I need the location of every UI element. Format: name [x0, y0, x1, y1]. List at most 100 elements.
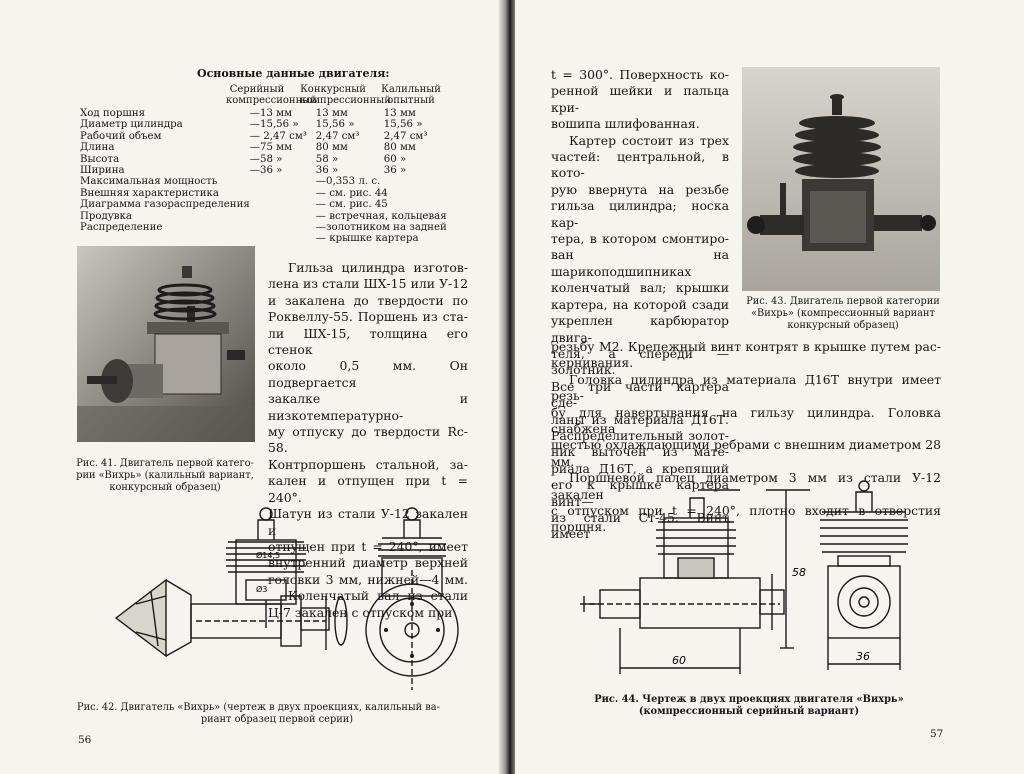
spec-cell-label: Диаграмма газораспределения — [80, 199, 250, 211]
fig43-caption: Рис. 43. Двигатель первой категории «Вих… — [744, 296, 942, 332]
spec-cell-label: Высота — [80, 153, 120, 165]
page-number: 56 — [78, 734, 92, 746]
spec-cell-value: —58 » — [249, 153, 283, 165]
spec-cell-value: — 2,47 см³ — [249, 130, 307, 142]
body-text-line: его к крышке картера винт— — [551, 477, 729, 509]
body-text-line: частей: центральной, в кото- — [551, 149, 729, 181]
body-text-line: теля, а спереди — золотник. — [551, 345, 729, 378]
right-full-text: резьбу М2. Крепежный винт контрят в крыш… — [551, 339, 941, 536]
body-text-line: ли ШХ-15, толщина его стенок — [268, 325, 468, 358]
fig43-caption-line: Рис. 43. Двигатель первой категории — [746, 296, 940, 307]
fig41-caption-line: Рис. 41. Двигатель первой катего- — [76, 458, 254, 469]
spec-cell-value: —75 мм — [249, 142, 293, 154]
body-text-line: картера, на которой сзади — [551, 296, 729, 312]
spec-col-head-1: Серийный компрессионный — [226, 84, 317, 106]
spec-cell-value: —15,56 » — [249, 119, 299, 131]
fig42-caption-line: риант образец первой серии) — [200, 714, 354, 725]
spec-cell-label: Продувка — [80, 210, 132, 222]
spec-col-head-3: Калильный опытный — [381, 84, 441, 106]
right-page: t = 300°. Поверхность ко-ренной шейки и … — [515, 0, 1024, 774]
spec-col-head-2: Конкурсный компрессионный — [300, 84, 391, 106]
body-text-line: t = 300°. Поверхность ко- — [551, 67, 729, 82]
spec-cell-label: Внешняя характеристика — [80, 187, 219, 199]
spec-cell-value: —36 » — [249, 165, 283, 177]
fig41-photo — [77, 246, 255, 442]
spec-cell-value: 13 мм — [383, 108, 416, 119]
body-text-line: рую ввернута на резьбе — [551, 181, 729, 197]
spec-col-1-line2: компрессионный — [226, 95, 317, 106]
body-text-line: Все три части картера сде- — [551, 378, 729, 411]
fig44-drawing: 58 60 36 — [580, 480, 908, 674]
body-text-line: Контрпоршень стальной, за- — [268, 456, 468, 472]
spec-row: Диаметр цилиндра —15,56 » 15,56 » 15,56 » — [80, 119, 454, 130]
body-text-line: Картер состоит из трех — [569, 132, 729, 148]
spec-cell-label — [80, 233, 250, 244]
body-text-line: Гильза цилиндра изготов- — [288, 260, 468, 275]
body-text-line: укреплен карбюратор двига- — [551, 313, 729, 345]
spec-cell-value: 15,56 » — [315, 119, 355, 131]
spec-cell-label: Ход поршня — [80, 108, 146, 119]
spec-row: Максимальная мощность —0,353 л. с. — [80, 176, 454, 187]
fig41-caption-line: рии «Вихрь» (калильный вариант, — [76, 470, 254, 481]
body-text-line: кернивания. — [551, 355, 634, 371]
spec-col-1-line1: Серийный — [229, 84, 285, 95]
body-text-line: ланы из материала Д16Т. — [551, 411, 729, 427]
spec-row: — крышке картера — [80, 233, 454, 244]
body-text-line: Шатун из стали У-12 закален и — [268, 506, 468, 538]
body-text-line: с отпуском при t = 240°, плотно входит в… — [551, 503, 941, 535]
fig42-caption-line: Рис. 42. Двигатель «Вихрь» (чертеж в дву… — [77, 702, 440, 713]
spec-cell-label: Распределение — [80, 222, 163, 234]
spec-cell-label: Рабочий объем — [80, 130, 162, 142]
fig44-dim-length: 60 — [672, 654, 686, 667]
body-text-line: Роквеллу-55. Поршень из ста- — [268, 309, 468, 325]
body-text-line: кален и отпущен при t = 240°. — [268, 473, 468, 505]
spec-cell-value: — см. рис. 45 — [315, 199, 388, 211]
spec-cell-value: — встречная, кольцевая — [315, 210, 447, 222]
spec-cell-value: 2,47 см³ — [315, 130, 360, 142]
spec-cell-label: Ширина — [80, 165, 125, 177]
body-text-line: риала Д16Т, а крепящий — [551, 460, 729, 476]
spec-title: Основные данные двигателя: — [197, 67, 390, 80]
spec-row: Продувка — встречная, кольцевая — [80, 211, 454, 222]
fig42-dim-pin: Ø3 — [256, 584, 267, 594]
body-text-line: лена из стали ШХ-15 или У-12 — [268, 276, 468, 292]
fig43-photo — [742, 67, 940, 291]
body-text-line: ник выточен из мате- — [551, 444, 729, 460]
page-number: 57 — [930, 728, 944, 740]
spec-row: Ширина—36 »36 »36 » — [80, 165, 454, 176]
spec-cell-value: 80 мм — [315, 142, 348, 154]
spec-col-3-line2: опытный — [387, 95, 435, 106]
body-text-line: Распределительный золот- — [551, 427, 729, 443]
body-text-line: закалке и низкотемпературно- — [268, 391, 468, 423]
spec-cell-label: Максимальная мощность — [80, 176, 218, 188]
spec-cell-value: —13 мм — [249, 108, 293, 119]
spec-cell-value: 2,47 см³ — [383, 130, 428, 142]
body-text-line: внутренний диаметр верхней — [268, 555, 468, 571]
body-text-line: резьбу М2. Крепежный винт контрят в крыш… — [551, 339, 941, 354]
fig44-dim-height: 58 — [792, 566, 806, 579]
spec-cell-value: 80 мм — [383, 142, 416, 154]
body-text-line: шестью охлаждающими ребрами с внешним ди… — [551, 437, 941, 469]
spec-cell-value: —золотником на задней — [315, 222, 447, 234]
spec-cell-value: 15,56 » — [383, 119, 423, 131]
fig41-caption: Рис. 41. Двигатель первой катего- рии «В… — [72, 458, 258, 494]
body-text-line: Головка цилиндра из материала Д16Т внутр… — [551, 371, 941, 404]
body-text-line: тера, в котором смонтиро- — [551, 231, 729, 247]
fig42-dim-bore: Ø14,5 — [256, 550, 280, 560]
fig42-caption: Рис. 42. Двигатель «Вихрь» (чертеж в дву… — [77, 702, 477, 726]
spec-cell-label: Диаметр цилиндра — [80, 119, 183, 131]
fig43-caption-line: конкурсный образец) — [787, 320, 899, 331]
fig44-caption: Рис. 44. Чертеж в двух проекциях двигате… — [589, 694, 909, 718]
body-text-line: гильза цилиндра; носка кар- — [551, 198, 729, 230]
body-text-line: Поршневой палец диаметром 3 мм из стали … — [551, 470, 941, 502]
spec-cell-value: —0,353 л. с. — [315, 176, 381, 188]
body-text-line: коленчатый вал; крышки — [551, 280, 729, 296]
spec-col-2-line1: Конкурсный — [300, 84, 366, 95]
body-text-line: и закалена до твердости по — [268, 292, 468, 308]
fig44-caption-line: Рис. 44. Чертеж в двух проекциях двигате… — [594, 694, 904, 705]
spec-col-3-line1: Калильный — [381, 84, 441, 95]
fig43-caption-line: «Вихрь» (компрессионный вариант — [751, 308, 935, 319]
body-text-line: около 0,5 мм. Он подвергается — [268, 358, 468, 390]
